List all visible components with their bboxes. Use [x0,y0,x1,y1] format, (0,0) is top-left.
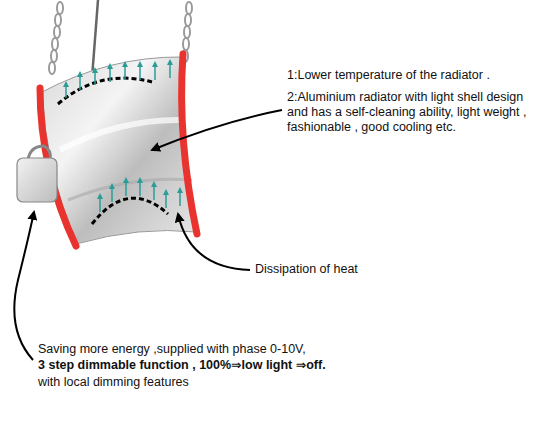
heat-arc [58,78,152,104]
driver-note: Saving more energy ,supplied with phase … [38,342,306,357]
feature-note: 1:Lower temperature of the radiator . [287,68,490,83]
leader-arrow [14,212,34,360]
red-end-cap [182,54,197,234]
hanging-rod [92,0,98,78]
housing-shade [68,179,192,200]
callout-label: Dissipation of heat [255,262,358,277]
heat-arc [92,198,168,224]
driver-box [17,158,57,202]
housing-highlight [60,120,186,150]
leader-arrow [178,214,250,270]
heat-arrows [66,62,180,212]
feature-note: 2:Aluminium radiator with light shell de… [287,90,535,135]
driver-note: 3 step dimmable function , 100%⇒low ligh… [38,358,326,373]
driver-note: with local dimming features [38,375,189,390]
leader-arrow [152,110,282,150]
